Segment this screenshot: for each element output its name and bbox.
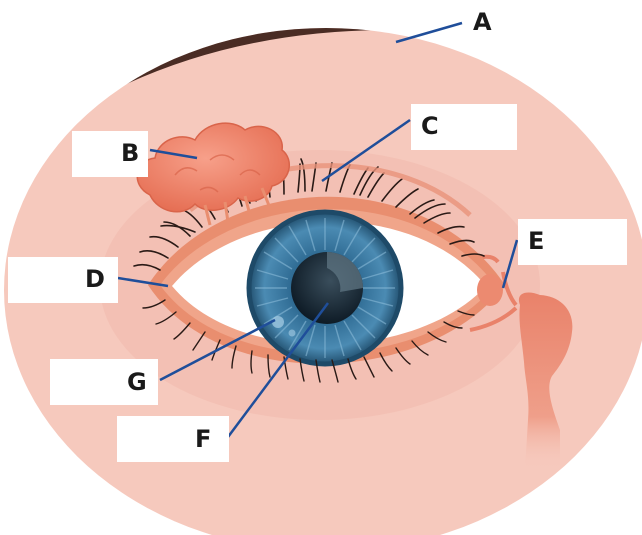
label-c: C [421, 114, 439, 138]
iris-group [249, 212, 401, 364]
caruncle [477, 274, 503, 306]
label-a: A [473, 10, 492, 34]
label-d: D [85, 267, 105, 291]
label-box-f [117, 416, 229, 462]
label-f: F [195, 427, 211, 451]
iris-glint-small [289, 330, 296, 337]
label-b: B [121, 141, 139, 165]
label-e: E [528, 229, 544, 253]
label-g: G [127, 370, 147, 394]
leader-line-a [396, 23, 462, 42]
